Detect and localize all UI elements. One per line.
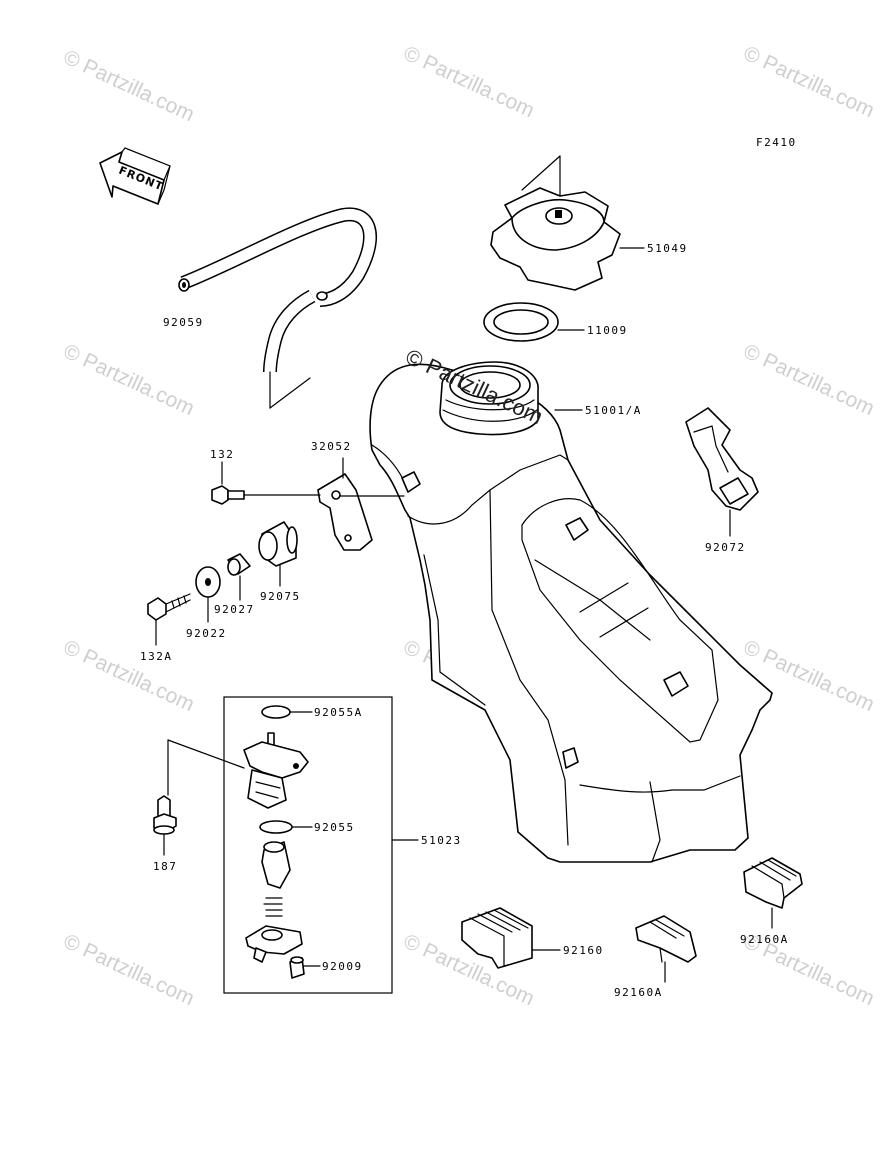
pad-92160 [461,907,561,969]
label-screw: 92009 [322,960,363,973]
washer [195,566,221,623]
pad-92160a-middle [635,915,697,983]
label-o-ring-a: 92055A [314,706,363,719]
damper [258,521,298,587]
diagram-code: F2410 [756,136,797,149]
label-bolt-187: 187 [153,860,177,873]
bracket [317,457,405,551]
label-cap-gasket: 11009 [587,324,628,337]
cap-gasket [483,302,585,342]
bolt-187 [153,795,177,856]
label-damper: 92075 [260,590,301,603]
breather-hose [178,207,378,409]
label-o-ring: 92055 [314,821,355,834]
collar [227,553,251,601]
watermark: © Partzilla.com [60,46,198,127]
watermark: © Partzilla.com [60,340,198,421]
watermark: © Partzilla.com [60,930,198,1011]
watermark: © Partzilla.com [740,340,878,421]
label-bolt-132a: 132A [140,650,173,663]
label-bolt-132: 132 [210,448,234,461]
fuel-cock-assembly [167,696,419,994]
front-arrow-icon: FRONT [99,147,171,205]
label-pad-92160: 92160 [563,944,604,957]
label-fuel-cap: 51049 [647,242,688,255]
label-pad-92160a-middle: 92160A [614,986,663,999]
watermark: © Partzilla.com [740,42,878,123]
label-collar: 92027 [214,603,255,616]
bolt-132a [147,593,191,646]
label-bracket: 32052 [311,440,352,453]
fuel-tank [369,361,773,863]
pad-92160a-right [743,857,803,929]
label-pad-92160a-right: 92160A [740,933,789,946]
label-breather-hose: 92059 [163,316,204,329]
label-fuel-tank: 51001/A [585,404,642,417]
tank-strap [685,407,759,537]
label-washer: 92022 [186,627,227,640]
watermark: © Partzilla.com [400,42,538,123]
label-fuel-cock-assembly: 51023 [421,834,462,847]
bolt-132 [211,461,321,505]
watermark: © Partzilla.com [60,636,198,717]
label-tank-strap: 92072 [705,541,746,554]
fuel-cap [490,155,645,291]
